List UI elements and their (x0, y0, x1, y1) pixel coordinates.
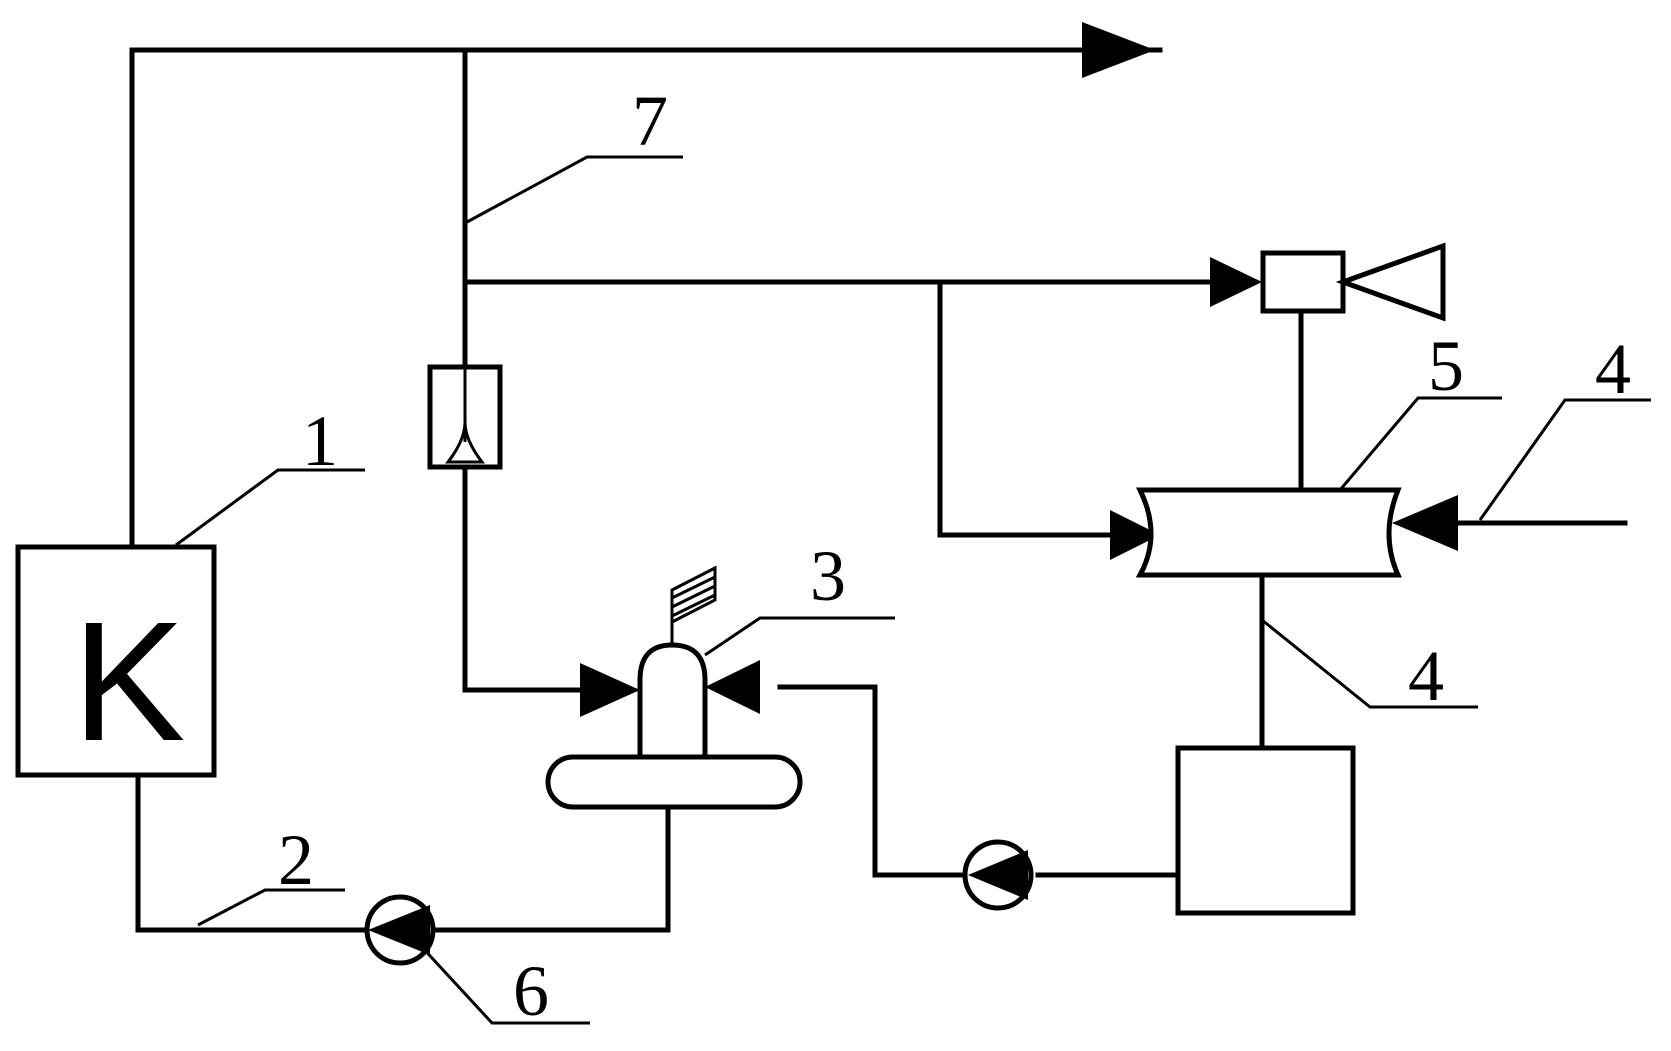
heat-exchanger-5 (1140, 490, 1398, 575)
callout-4-top: 4 (1595, 329, 1631, 409)
callout-4-bottom: 4 (1408, 636, 1444, 716)
callout-7: 7 (632, 81, 668, 161)
leader-1 (176, 470, 365, 545)
leader-4-bottom (1262, 620, 1478, 707)
exchanger-body (1140, 490, 1398, 575)
leader-6 (420, 945, 590, 1023)
leader-3 (705, 618, 895, 655)
callout-5: 5 (1428, 326, 1464, 406)
turbine-feed-line (940, 257, 1262, 307)
boiler-k: K (18, 547, 214, 777)
tank-line (1178, 575, 1353, 913)
flow-element (430, 367, 640, 717)
callout-labels: 1 2 3 4 4 5 6 7 (278, 81, 1631, 1031)
leader-2 (198, 890, 345, 925)
callout-1: 1 (302, 401, 338, 481)
separator-dome (640, 645, 705, 757)
separator-drum (548, 757, 800, 807)
turbine-unit (1263, 246, 1443, 490)
callout-2: 2 (278, 820, 314, 900)
expander-cone (1343, 246, 1443, 318)
turbine-inlet-arrow (1210, 257, 1262, 307)
leader-7 (467, 157, 683, 222)
leader-4-top (1480, 400, 1651, 520)
outlet-arrow (1082, 22, 1155, 78)
storage-tank (1178, 748, 1353, 913)
separator-left-arrow (580, 663, 640, 717)
exchanger-feed-line (940, 282, 1160, 560)
branch-line-7 (465, 50, 940, 367)
boiler-letter: K (72, 587, 185, 777)
turbine-box (1263, 253, 1343, 311)
leader-5 (1340, 398, 1502, 490)
exchanger-right-arrow (1392, 495, 1458, 551)
right-inlet-line (1392, 495, 1625, 551)
separator-right-arrow (705, 660, 760, 714)
callout-3: 3 (810, 536, 846, 616)
callout-6: 6 (513, 951, 549, 1031)
